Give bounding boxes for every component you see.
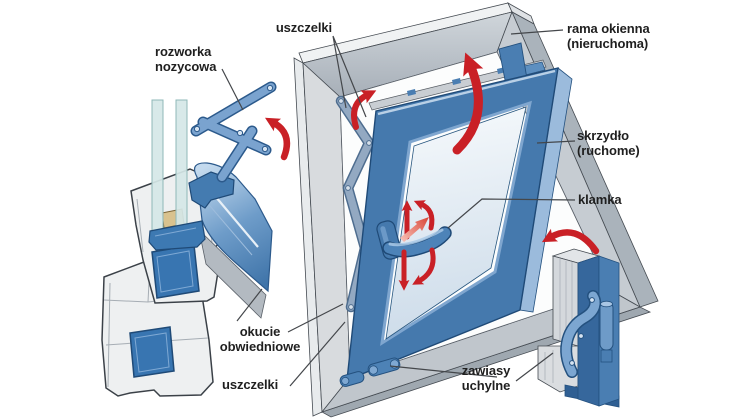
main-window (293, 2, 659, 418)
label-window-frame: rama okienna (nieruchoma) (567, 21, 650, 51)
hinge-pin-cylinder (599, 300, 614, 363)
window-handle (376, 220, 452, 260)
steel-reinforcement-lower (129, 326, 175, 378)
glazing-bead (380, 100, 532, 346)
top-hinge-bracket (498, 42, 546, 86)
label-tilt-hinges: zawiasy uchylne (461, 363, 511, 393)
leader-sash (536, 140, 576, 144)
label-perimeter-fitting: okucie obwiedniowe (219, 324, 301, 354)
handle-diagonal-arrow (400, 217, 429, 242)
leader-window-frame (510, 29, 564, 35)
label-seals-top: uszczelki (275, 20, 332, 35)
label-sash: skrzydło (ruchome) (577, 128, 640, 158)
leader-seals-bottom (289, 321, 346, 387)
handle-rotate-up-arrow (413, 200, 435, 231)
label-handle: klamka (578, 192, 622, 207)
label-seals-bottom: uszczelki (222, 377, 279, 392)
tilt-open-arrow (452, 52, 484, 155)
leader-tilt-hinges (389, 352, 554, 382)
tilt-hinge-detail (537, 228, 620, 408)
label-scissor-stay: rozworka nozycowa (155, 44, 217, 74)
tilt-rail (368, 59, 547, 111)
leader-lines (221, 29, 576, 387)
hinge-sash-mid-face (577, 255, 600, 407)
tilt-motion-arrow (541, 228, 600, 255)
hinge-arm (560, 290, 602, 378)
bottom-hinges (339, 357, 401, 387)
scissor-stay (188, 81, 277, 209)
leader-scissor-stay (221, 68, 244, 111)
profile-cross-section (101, 81, 291, 397)
leader-seals-top (332, 35, 367, 118)
gap-arrow (351, 90, 377, 130)
glazing-clamp (148, 220, 206, 251)
leader-handle (447, 198, 576, 229)
sash-profile-underside (198, 228, 267, 319)
leader-fitting (236, 288, 344, 333)
motion-arrows (351, 52, 484, 291)
handle-rotate-down-arrow (412, 247, 436, 285)
stay-motion-arrow (265, 117, 291, 161)
